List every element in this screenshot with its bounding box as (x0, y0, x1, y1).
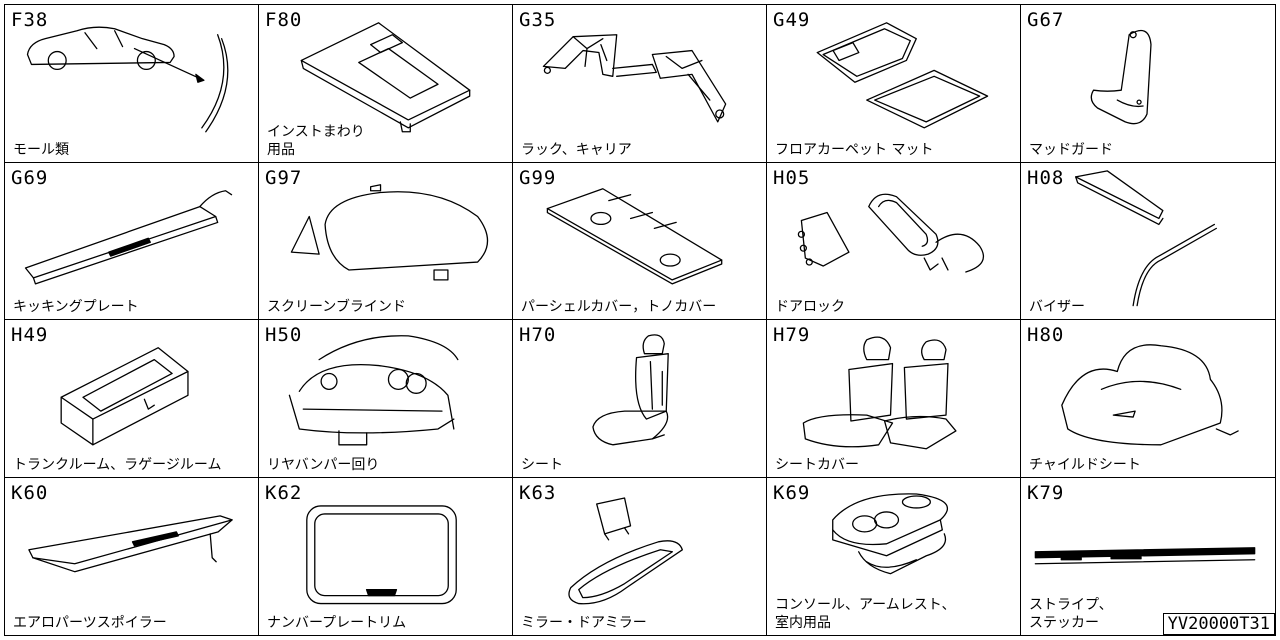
category-cell-f38[interactable]: F38 モール類 (5, 5, 259, 163)
door-lock-illustration (797, 193, 984, 273)
plate-rim-illustration (306, 504, 457, 604)
category-code: H79 (773, 324, 811, 346)
category-label: ナンバープレートリム (267, 615, 407, 631)
category-code: K62 (265, 481, 303, 504)
category-cell-g67[interactable]: G67 マッドガード (1021, 5, 1275, 163)
category-label: シート (521, 456, 563, 473)
category-label: スクリーンブラインド (267, 299, 406, 315)
floor-mat-illustration (816, 22, 989, 129)
category-label: トランクルーム、ラゲージルーム (13, 456, 222, 473)
category-cell-h08[interactable]: H08 バイザー (1021, 163, 1275, 320)
parcel-shelf-illustration (546, 187, 723, 284)
category-cell-k60[interactable]: K60 エアロパーツスポイラー (5, 477, 259, 635)
visor-illustration (1075, 169, 1217, 306)
stripe-illustration (1034, 546, 1256, 564)
mirror-illustration (568, 496, 683, 604)
category-label: ラック、キャリア (521, 141, 632, 158)
trunk-box-illustration (60, 347, 189, 446)
mud-guard-illustration (1090, 29, 1152, 125)
category-code: H50 (265, 324, 303, 346)
category-cell-k69[interactable]: K69 コンソール、アームレスト、 室内用品 (767, 477, 1021, 635)
category-label: リヤバンパー回り (267, 456, 380, 473)
roof-rack-illustration (542, 34, 727, 123)
category-label: ドアロック (775, 299, 845, 315)
rear-bumper-illustration (288, 335, 459, 446)
category-label: インストまわり 用品 (267, 123, 365, 158)
category-code: H70 (519, 324, 557, 346)
category-code: F80 (265, 9, 303, 31)
molding-illustration (26, 26, 229, 133)
category-code: H49 (11, 324, 49, 346)
seat-illustration (592, 334, 669, 446)
spoiler-illustration (28, 514, 233, 572)
category-label: ミラー・ドアミラー (521, 615, 647, 631)
category-label: パーシェルカバー，トノカバー (521, 299, 717, 315)
category-code: F38 (11, 9, 49, 31)
kicking-plate-illustration (24, 189, 233, 284)
category-cell-h70[interactable]: H70 シート (513, 320, 767, 478)
child-seat-illustration (1061, 344, 1239, 446)
category-cell-k63[interactable]: K63 ミラー・ドアミラー (513, 477, 767, 635)
category-label: フロアカーペット マット (775, 141, 934, 158)
category-cell-k62[interactable]: K62 ナンバープレートリム (259, 477, 513, 635)
category-label: ストライプ、 ステッカー (1029, 597, 1113, 631)
category-cell-h50[interactable]: H50 リヤバンパー回り (259, 320, 513, 478)
category-code: H05 (773, 166, 811, 189)
category-label: コンソール、アームレスト、 室内用品 (775, 597, 956, 631)
category-label: バイザー (1029, 299, 1085, 315)
category-cell-h05[interactable]: H05 ドアロック (767, 162, 1021, 320)
category-label: チャイルドシート (1029, 456, 1141, 473)
category-cell-f80[interactable]: F80 インストまわり 用品 (259, 5, 513, 163)
category-cell-h80[interactable]: H80 チャイルドシート (1021, 320, 1275, 478)
category-cell-k79[interactable]: K79 ストライプ、 ステッカー (1021, 478, 1275, 636)
category-code: G35 (519, 9, 557, 31)
category-cell-g97[interactable]: G97 スクリーンブラインド (259, 162, 513, 320)
category-label: マッドガード (1029, 141, 1113, 158)
category-code: K60 (11, 481, 49, 504)
instrument-panel-illustration (300, 22, 471, 133)
category-cell-g35[interactable]: G35 ラック、キャリア (513, 5, 767, 163)
category-code: K69 (773, 481, 811, 504)
category-code: K79 (1027, 481, 1065, 504)
category-code: G97 (265, 166, 303, 189)
category-cell-h49[interactable]: H49 トランクルーム、ラゲージルーム (5, 320, 259, 478)
category-cell-g99[interactable]: G99 パーシェルカバー，トノカバー (513, 162, 767, 320)
category-label: キッキングプレート (13, 299, 139, 315)
seat-cover-illustration (802, 336, 957, 450)
category-label: モール類 (13, 141, 69, 158)
console-illustration (832, 492, 948, 574)
document-id: YV20000T31 (1162, 613, 1275, 635)
category-code: G67 (1027, 9, 1065, 31)
category-cell-g49[interactable]: G49 フロアカーペット マット (767, 5, 1021, 163)
category-code: G69 (11, 166, 49, 189)
category-code: K63 (519, 481, 557, 504)
category-code: H08 (1027, 166, 1065, 189)
screen-blind-illustration (290, 183, 489, 281)
category-cell-h79[interactable]: H79 シートカバー (767, 320, 1021, 478)
category-cell-g69[interactable]: G69 キッキングプレート (5, 162, 259, 320)
category-label: シートカバー (775, 456, 859, 473)
category-code: G49 (773, 9, 811, 31)
category-label: エアロパーツスポイラー (13, 615, 167, 631)
category-code: H80 (1027, 324, 1065, 346)
parts-category-grid: F38 モール類 F80 インストまわり 用品 G35 (4, 4, 1276, 636)
category-code: G99 (519, 166, 557, 189)
